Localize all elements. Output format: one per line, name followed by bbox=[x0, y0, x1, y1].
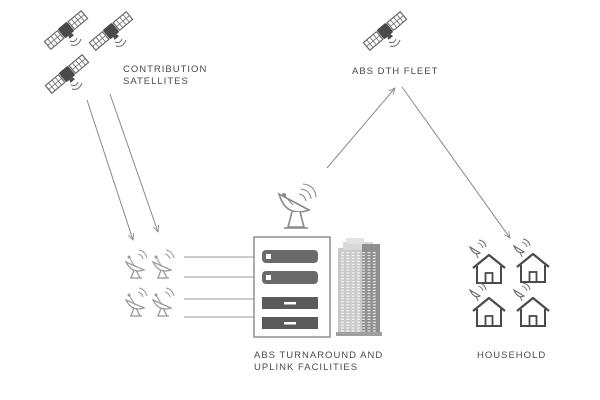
server-rack-icon bbox=[253, 236, 331, 338]
facility-label-line1: ABS TURNAROUND AND bbox=[254, 350, 384, 361]
contribution-label-line1: CONTRIBUTION bbox=[123, 64, 208, 75]
connection-lines bbox=[184, 256, 254, 318]
satellite-dish-icon bbox=[152, 287, 175, 317]
house-icon bbox=[468, 238, 507, 285]
satellite-dish-icon bbox=[125, 287, 148, 317]
satellite-icon bbox=[44, 53, 92, 97]
facility-label-line2: UPLINK FACILITIES bbox=[254, 362, 359, 373]
broadcast-arrow bbox=[401, 86, 510, 238]
satellite-icon bbox=[88, 10, 136, 54]
uplink-arrow bbox=[326, 88, 395, 169]
satellite-dish-icon bbox=[125, 249, 148, 279]
satellite-icon bbox=[43, 9, 91, 53]
dth-fleet-label: ABS DTH FLEET bbox=[352, 66, 438, 78]
contribution-satellites-label: CONTRIBUTION SATELLITES bbox=[123, 64, 207, 88]
contribution-label-line2: SATELLITES bbox=[123, 76, 189, 87]
facility-label: ABS TURNAROUND AND UPLINK FACILITIES bbox=[254, 350, 383, 374]
house-icon bbox=[512, 237, 551, 284]
household-label: HOUSEHOLD bbox=[477, 350, 546, 362]
household-label-text: HOUSEHOLD bbox=[477, 350, 547, 361]
house-icon bbox=[512, 281, 551, 328]
satellite-dish-icon bbox=[152, 249, 175, 279]
uplink-dish-icon bbox=[277, 183, 317, 229]
building-icon bbox=[336, 238, 382, 336]
downlink-arrow bbox=[86, 99, 133, 240]
dth-fleet-label-text: ABS DTH FLEET bbox=[352, 66, 439, 77]
satellite-icon bbox=[362, 10, 410, 54]
downlink-arrow bbox=[109, 93, 158, 232]
house-icon bbox=[468, 281, 507, 328]
